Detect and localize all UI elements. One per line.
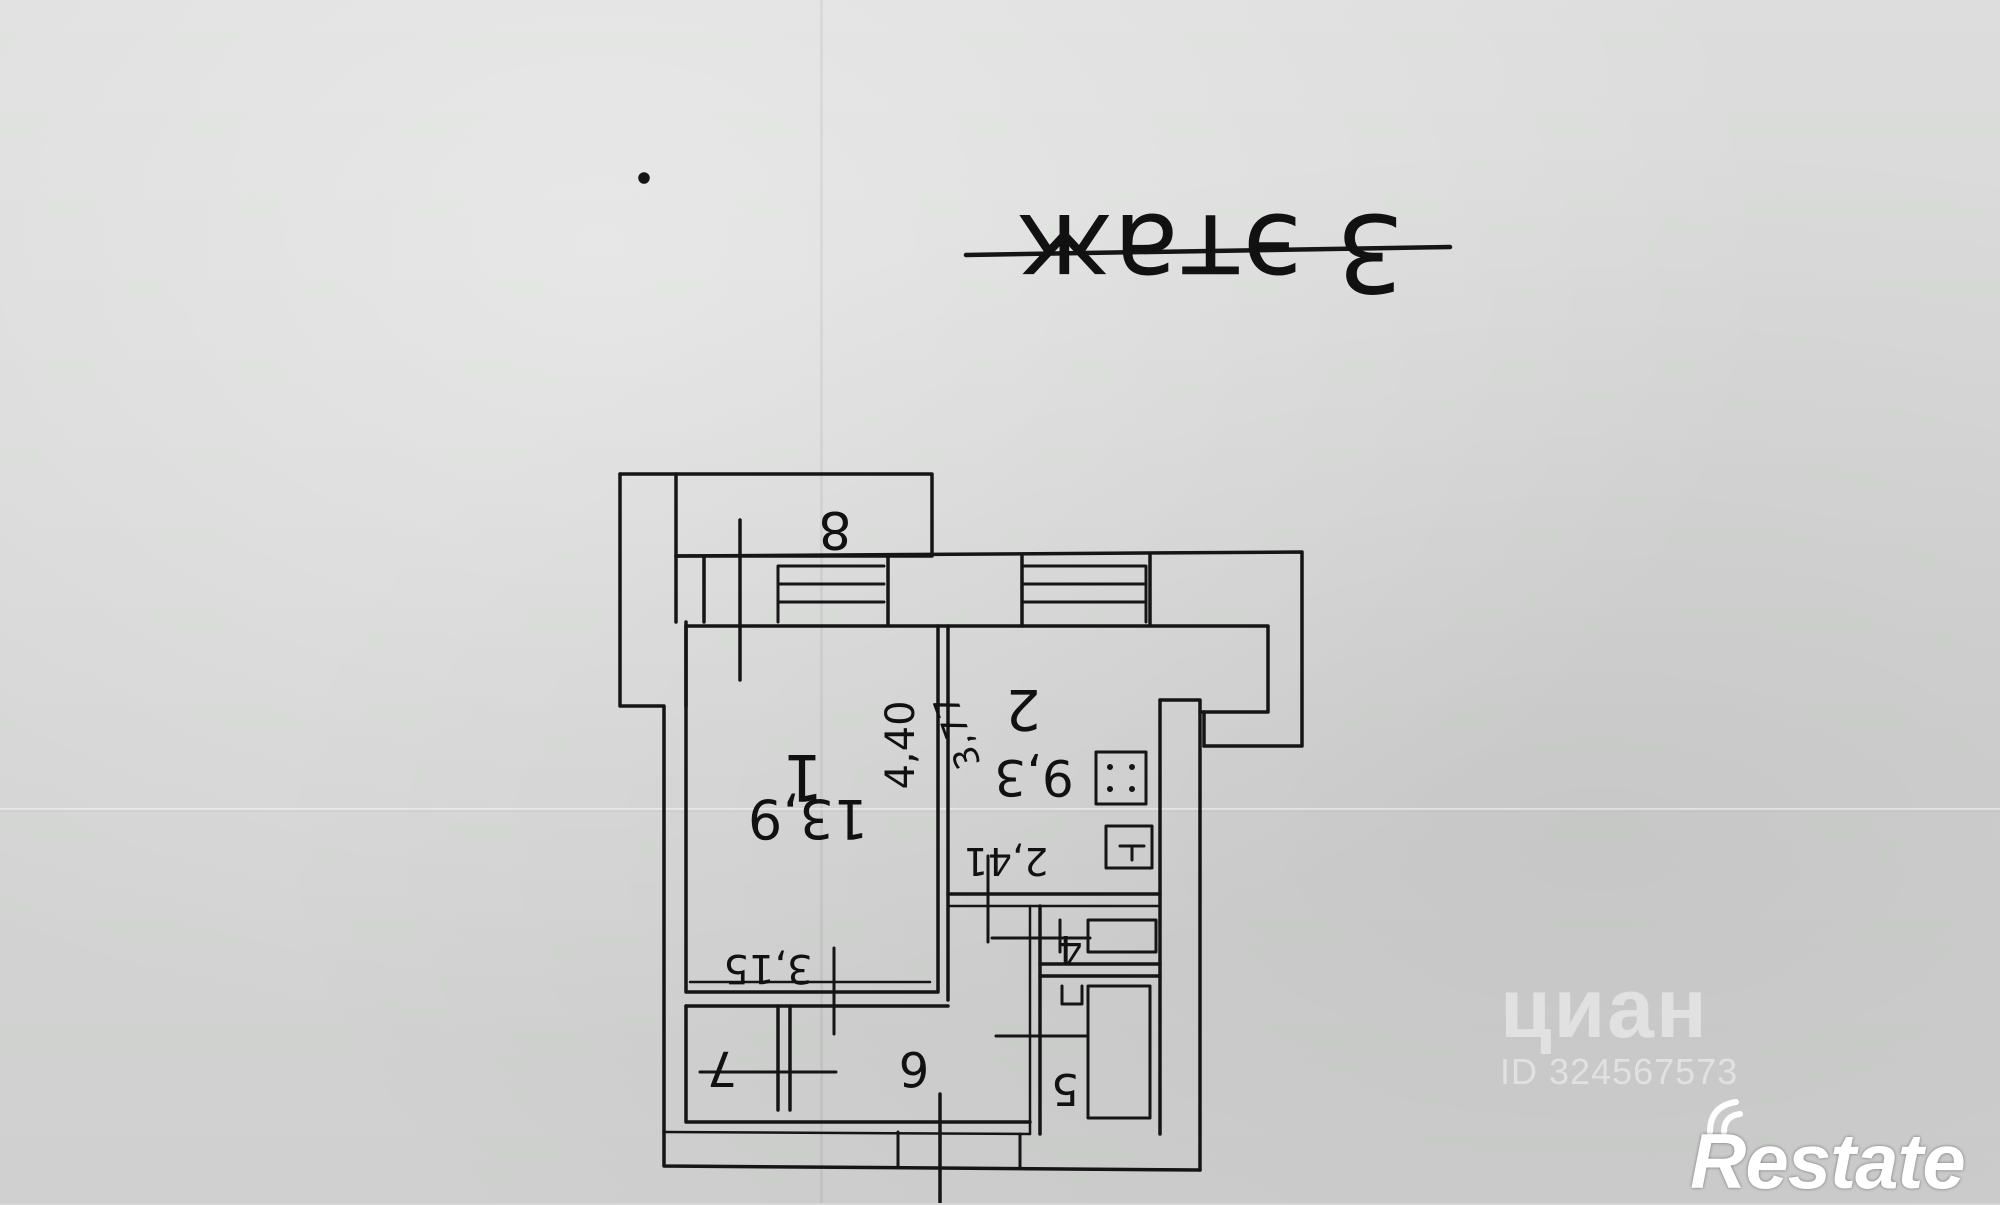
sink-symbol bbox=[1104, 824, 1154, 870]
kitchen-right-wall bbox=[1158, 698, 1202, 1172]
caption-underline bbox=[963, 244, 1453, 258]
room-1-outline bbox=[684, 624, 940, 994]
room-1-area: 13,9 bbox=[748, 787, 868, 850]
room-6-label: 6 bbox=[899, 1040, 930, 1096]
room-4-label: 4 bbox=[1057, 926, 1082, 972]
logo-text: Restate bbox=[1690, 1117, 1966, 1205]
inner-top-wall bbox=[684, 624, 1270, 714]
paper-fold-horizontal bbox=[0, 808, 2000, 812]
entrance-door bbox=[896, 1130, 1022, 1170]
dim-room-1-side: 4,40 bbox=[878, 700, 924, 789]
logo-signal-icon bbox=[1707, 1099, 1743, 1135]
window-right bbox=[1022, 564, 1148, 624]
outer-bottom-wall bbox=[662, 1130, 1202, 1172]
room-8-label: 8 bbox=[818, 499, 851, 559]
washbasin-symbol bbox=[1060, 984, 1084, 1006]
toilet-symbol bbox=[1086, 918, 1158, 954]
cian-watermark: циан ID 324567573 bbox=[1500, 960, 1830, 1093]
room-2-label: 2 bbox=[1005, 676, 1041, 741]
room-4-bottom-wall bbox=[1038, 962, 1162, 978]
dim-room-2-side: 3,77 bbox=[926, 689, 989, 774]
left-outer-wall bbox=[618, 472, 666, 1134]
hall-bottom-wall bbox=[684, 1004, 1032, 1124]
floor-caption: 3 этаж bbox=[1016, 189, 1405, 314]
room-2-area: 9,3 bbox=[994, 748, 1074, 806]
ink-dot bbox=[638, 172, 650, 184]
watermark-listing-id: ID 324567573 bbox=[1500, 1051, 1739, 1092]
window-left bbox=[776, 564, 886, 624]
outer-top-wall bbox=[674, 550, 1304, 748]
watermark-brand: циан bbox=[1500, 961, 1709, 1055]
restate-logo: Restate bbox=[1690, 1099, 2000, 1205]
dim-room-1-bottom: 3,15 bbox=[723, 945, 812, 991]
closet-7-wall bbox=[776, 1004, 792, 1112]
bathtub-symbol bbox=[1086, 984, 1152, 1120]
room-7-label: 7 bbox=[707, 1040, 738, 1096]
room-1-label: 1 bbox=[783, 739, 824, 813]
sink-tap bbox=[1118, 844, 1146, 862]
stove-symbol bbox=[1094, 750, 1148, 806]
dim-room-2-bottom: 2,41 bbox=[964, 839, 1049, 883]
room-5-label: 5 bbox=[1051, 1063, 1079, 1114]
room-8-outline bbox=[618, 472, 934, 624]
